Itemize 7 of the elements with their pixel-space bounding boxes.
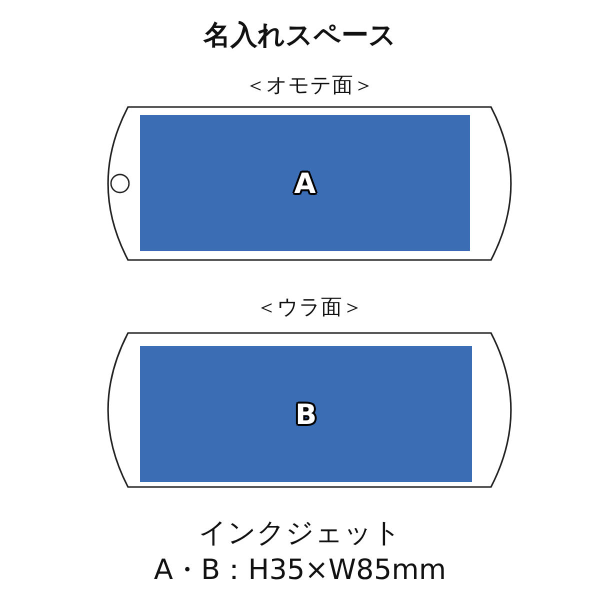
print-area: B: [140, 346, 472, 482]
spec-note: A・B：H35×W85mm: [152, 552, 448, 588]
title: 名入れスペース: [202, 19, 398, 53]
face-heading: ＜オモテ面＞: [244, 72, 375, 99]
print-area: A: [140, 115, 470, 251]
face-heading: ＜ウラ面＞: [255, 294, 364, 321]
spec-note: インクジェット: [198, 515, 402, 551]
